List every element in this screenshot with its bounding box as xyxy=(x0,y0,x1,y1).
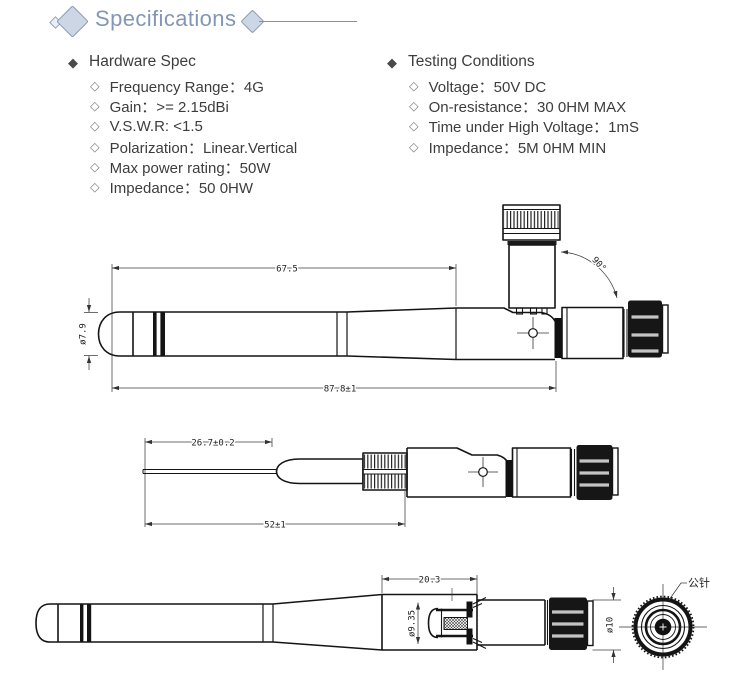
header-rule xyxy=(259,21,357,23)
dimension-lines xyxy=(84,250,618,392)
hatched-pin xyxy=(443,617,468,630)
hardware-spec-title-row: ◆ Hardware Spec xyxy=(68,53,297,71)
dim-inner-diameter: ø9.35 xyxy=(408,610,418,637)
hardware-spec-title: Hardware Spec xyxy=(89,53,196,70)
spec-item-text: Voltage：50V DC xyxy=(428,78,547,96)
page-title: Specifications xyxy=(95,6,237,31)
hollow-diamond-icon: ◇ xyxy=(409,99,419,114)
connector-body xyxy=(511,447,572,498)
spec-item-max-power: ◇ Max power rating：50W xyxy=(90,157,297,177)
spec-item-on-resistance: ◇ On-resistance：30 0HM MAX xyxy=(409,96,639,116)
spec-item-text: Time under High Voltage：1mS xyxy=(428,119,640,137)
drawing-internal-view: 26.7±0.2 52±1 xyxy=(142,437,619,532)
dim-length-total: 87.8±1 xyxy=(324,385,357,395)
dim-angle: 90° xyxy=(589,255,607,274)
drawing-side-view-folded: 67.5 87.8±1 ø7.9 90° xyxy=(77,204,669,396)
dim-connector-diameter: ø10 xyxy=(606,617,616,633)
spec-item-text: V.S.W.R: <1.5 xyxy=(109,118,203,136)
big-diamond-icon xyxy=(56,5,89,38)
dim-total-length: 52±1 xyxy=(264,521,286,531)
spec-item-text: Polarization：Linear.Vertical xyxy=(109,139,298,157)
hardware-spec-list: ◇ Frequency Range：4G ◇ Gain：>= 2.15dBi ◇… xyxy=(90,76,297,198)
conductor-outline xyxy=(142,447,509,498)
hinge-clip-detail xyxy=(427,588,487,649)
sma-connector-vertical xyxy=(502,204,561,315)
hollow-diamond-icon: ◇ xyxy=(409,119,419,134)
pin-label: 公针 xyxy=(688,576,710,590)
spec-item-text: Max power rating：50W xyxy=(109,159,271,177)
drawing-hinge-cutaway: 20.3 ø9.35 ø10 公针 xyxy=(35,574,711,670)
spec-item-gain: ◇ Gain：>= 2.15dBi xyxy=(90,96,297,116)
spec-item-time-high-voltage: ◇ Time under High Voltage：1mS xyxy=(409,117,639,137)
knurl-texture xyxy=(364,454,406,469)
antenna-outline xyxy=(97,307,557,361)
dim-tip-diameter: ø7.9 xyxy=(79,323,89,345)
filled-diamond-icon: ◆ xyxy=(387,54,397,70)
sma-nut xyxy=(628,300,669,358)
spec-item-text: Frequency Range：4G xyxy=(109,78,264,96)
spec-item-text: On-resistance：30 0HM MAX xyxy=(428,98,627,116)
hollow-diamond-icon: ◇ xyxy=(409,78,419,93)
connector-body xyxy=(561,306,624,360)
antenna-ring-band xyxy=(153,312,157,356)
spec-item-voltage: ◇ Voltage：50V DC xyxy=(409,76,639,96)
antenna-outline xyxy=(35,593,549,651)
hollow-diamond-icon: ◇ xyxy=(409,139,419,154)
hollow-diamond-icon: ◇ xyxy=(90,119,100,134)
antenna-ring-band xyxy=(160,312,165,356)
pivot-crosshair xyxy=(517,317,549,349)
antenna-ring-band xyxy=(80,604,84,642)
sma-nut xyxy=(576,445,619,500)
spec-item-frequency: ◇ Frequency Range：4G xyxy=(90,76,297,96)
spec-item-impedance: ◇ Impedance：50 0HW xyxy=(90,177,297,197)
hollow-diamond-icon: ◇ xyxy=(90,78,100,93)
pivot-crosshair xyxy=(468,457,498,487)
spec-item-text: Gain：>= 2.15dBi xyxy=(109,98,229,116)
spec-item-vswr: ◇ V.S.W.R: <1.5 xyxy=(90,117,297,137)
sma-nut xyxy=(549,597,594,650)
pin-label-leader xyxy=(668,582,687,601)
spec-item-impedance-min: ◇ Impedance：5M 0HM MIN xyxy=(409,137,639,157)
knurl-texture xyxy=(364,474,406,489)
testing-conditions-section: ◆ Testing Conditions ◇ Voltage：50V DC ◇ … xyxy=(387,53,639,157)
dimension-lines xyxy=(144,438,406,527)
connector-end-view xyxy=(619,582,707,670)
spec-item-polarization: ◇ Polarization：Linear.Vertical xyxy=(90,137,297,157)
filled-diamond-icon: ◆ xyxy=(68,54,78,70)
antenna-ring-band xyxy=(87,604,92,642)
spec-item-text: Impedance：5M 0HM MIN xyxy=(428,139,607,157)
testing-conditions-title-row: ◆ Testing Conditions xyxy=(387,53,639,71)
dim-hinge-length: 20.3 xyxy=(419,576,441,586)
hollow-diamond-icon: ◇ xyxy=(90,99,100,114)
knurl-teeth-ring xyxy=(631,595,695,659)
hollow-diamond-icon: ◇ xyxy=(90,139,100,154)
hollow-diamond-icon: ◇ xyxy=(90,160,100,175)
dim-length-upper: 67.5 xyxy=(276,265,298,275)
testing-conditions-list: ◇ Voltage：50V DC ◇ On-resistance：30 0HM … xyxy=(409,76,639,157)
knurl-texture xyxy=(504,211,559,228)
spec-item-text: Impedance：50 0HW xyxy=(109,180,254,198)
hardware-spec-section: ◆ Hardware Spec ◇ Frequency Range：4G ◇ G… xyxy=(68,53,297,198)
hinge-gap xyxy=(554,318,562,358)
hinge-gap xyxy=(505,460,513,497)
testing-conditions-title: Testing Conditions xyxy=(408,53,535,70)
hollow-diamond-icon: ◇ xyxy=(90,180,100,195)
dim-pin-length: 26.7±0.2 xyxy=(191,439,234,449)
